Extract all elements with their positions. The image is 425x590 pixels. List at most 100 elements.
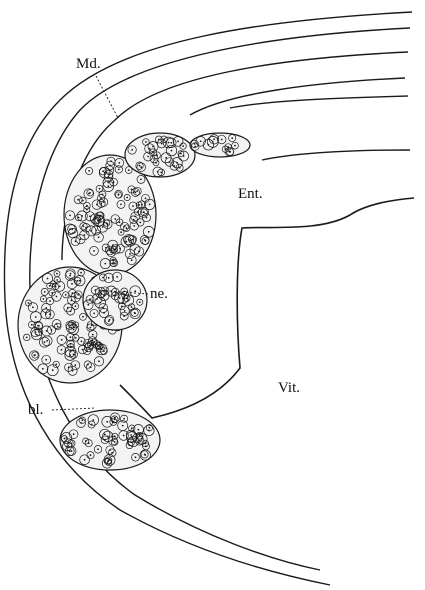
cell-nucleus <box>99 188 101 190</box>
cell-nucleus <box>81 340 83 342</box>
gut-upper-wall <box>230 96 408 108</box>
cell-nucleus <box>134 313 136 315</box>
cell-nucleus <box>131 427 133 429</box>
cell-nucleus <box>43 298 45 300</box>
cell-nucleus <box>44 291 46 293</box>
cell-nucleus <box>55 364 57 366</box>
cell-nucleus <box>137 437 139 439</box>
cell-nucleus <box>77 199 79 201</box>
cell-nucleus <box>104 290 106 292</box>
cell-nucleus <box>182 145 184 147</box>
cell-nucleus <box>78 217 80 219</box>
cell-nucleus <box>75 296 77 298</box>
cell-nucleus <box>149 427 151 429</box>
cell-nucleus <box>61 349 63 351</box>
cell-nucleus <box>138 204 140 206</box>
cell-nucleus <box>112 244 114 246</box>
cell-nucleus <box>33 355 35 357</box>
cell-nucleus <box>107 185 109 187</box>
cell-nucleus <box>87 364 89 366</box>
cell-nucleus <box>110 160 112 162</box>
cell-nucleus <box>155 162 157 164</box>
cell-nucleus <box>120 231 122 233</box>
cell-nucleus <box>114 435 116 437</box>
cell-nucleus <box>107 436 109 438</box>
cell-nucleus <box>129 240 131 242</box>
cell-nucleus <box>32 306 34 308</box>
cell-nucleus <box>179 167 181 169</box>
cell-nucleus <box>147 156 149 158</box>
cell-nucleus <box>144 454 146 456</box>
cell-nucleus <box>129 444 131 446</box>
cell-nucleus <box>56 279 58 281</box>
cell-nucleus <box>149 148 151 150</box>
cell-nucleus <box>74 364 76 366</box>
cell-nucleus <box>56 296 58 298</box>
cell-nucleus <box>98 360 100 362</box>
label-bl: bl. <box>28 402 43 419</box>
cell-nucleus <box>81 215 83 217</box>
mesoderm-cell-band <box>125 133 195 177</box>
cell-nucleus <box>103 312 105 314</box>
cell-nucleus <box>96 204 98 206</box>
cell-nucleus <box>65 294 67 296</box>
cell-nucleus <box>139 301 141 303</box>
cell-nucleus <box>69 215 71 217</box>
cell-nucleus <box>72 232 74 234</box>
cell-nucleus <box>228 151 230 153</box>
label-ent: Ent. <box>238 186 263 203</box>
cell-nucleus <box>128 169 130 171</box>
cell-nucleus <box>103 350 105 352</box>
cell-nucleus <box>88 170 90 172</box>
cell-nucleus <box>123 435 125 437</box>
cell-nucleus <box>108 277 110 279</box>
cell-nucleus <box>44 341 46 343</box>
cell-nucleus <box>107 461 109 463</box>
cell-nucleus <box>97 448 99 450</box>
cell-nucleus <box>132 239 134 241</box>
cell-nucleus <box>131 306 133 308</box>
cell-nucleus <box>72 292 74 294</box>
md-leader-line <box>96 76 118 118</box>
neural-cell-lobe <box>83 270 147 330</box>
cell-nucleus <box>131 149 133 151</box>
cell-nucleus <box>57 326 59 328</box>
cell-nucleus <box>102 194 104 196</box>
cell-nucleus <box>145 445 147 447</box>
cell-nucleus <box>149 204 151 206</box>
cell-nucleus <box>37 325 39 327</box>
cell-nucleus <box>75 240 77 242</box>
cell-nucleus <box>79 280 81 282</box>
cell-nucleus <box>73 329 75 331</box>
cell-masses <box>18 133 250 470</box>
cell-nucleus <box>114 417 116 419</box>
cell-nucleus <box>71 323 73 325</box>
cell-nucleus <box>45 313 47 315</box>
cell-nucleus <box>102 226 104 228</box>
cell-nucleus <box>35 316 37 318</box>
cell-nucleus <box>125 241 127 243</box>
cell-nucleus <box>69 354 71 356</box>
cell-nucleus <box>114 249 116 251</box>
cell-nucleus <box>82 349 84 351</box>
cell-nucleus <box>112 440 114 442</box>
cell-nucleus <box>131 259 133 261</box>
cell-nucleus <box>102 170 104 172</box>
cell-nucleus <box>213 138 215 140</box>
cell-nucleus <box>91 424 93 426</box>
cell-nucleus <box>126 227 128 229</box>
cell-nucleus <box>135 456 137 458</box>
cell-nucleus <box>49 285 51 287</box>
cell-nucleus <box>93 250 95 252</box>
cell-nucleus <box>56 273 58 275</box>
cell-nucleus <box>105 247 107 249</box>
cell-nucleus <box>86 209 88 211</box>
cell-nucleus <box>145 141 147 143</box>
cell-nucleus <box>122 425 124 427</box>
cell-nucleus <box>126 197 128 199</box>
cell-nucleus <box>70 273 72 275</box>
cell-nucleus <box>153 158 155 160</box>
cell-nucleus <box>88 442 90 444</box>
cell-nucleus <box>61 339 63 341</box>
